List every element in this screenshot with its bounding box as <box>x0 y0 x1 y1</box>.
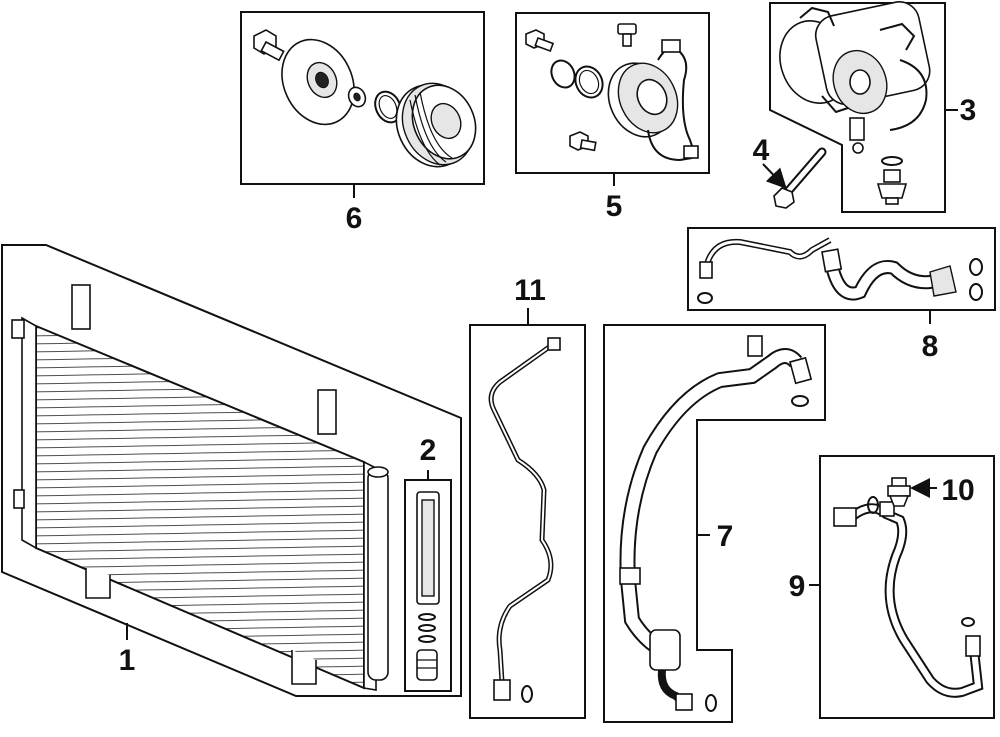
coil-lower-bolt-icon <box>569 131 597 152</box>
group-condenser <box>0 244 462 697</box>
o-ring-icon <box>881 156 903 166</box>
group-compressor <box>769 1 946 213</box>
clutch-bolt-icon <box>253 29 285 62</box>
shim-icon <box>347 86 367 108</box>
group-clutch-assembly <box>240 11 485 185</box>
compressor-bolt-icon <box>762 147 827 209</box>
evaporator-o-ring-icon <box>521 685 533 703</box>
group-liquid-line <box>819 455 995 719</box>
callout-3: 3 <box>960 94 977 127</box>
group-receiver-drier <box>404 479 452 692</box>
box-liquid-line <box>819 455 995 719</box>
compressor-icon <box>779 1 931 154</box>
drier-plug-icon <box>416 649 438 681</box>
suction-muffler-icon <box>649 629 681 671</box>
coil-screw-icon <box>617 23 637 47</box>
callout-10: 10 <box>941 474 974 507</box>
callout-7: 7 <box>717 520 734 553</box>
callout-6: 6 <box>346 202 363 235</box>
suction-o-ring-upper-icon <box>791 395 809 407</box>
group-evaporator-line <box>469 324 586 719</box>
discharge-o-ring-lower-icon <box>969 283 983 301</box>
group-suction-hose <box>603 324 826 723</box>
condenser-icon <box>11 284 377 691</box>
drier-o-ring-3-icon <box>418 635 436 643</box>
pressure-switch-icon <box>887 477 937 507</box>
box-clutch-assembly <box>240 11 485 185</box>
callout-1: 1 <box>119 644 136 677</box>
drier-o-ring-2-icon <box>418 624 436 632</box>
box-evaporator-line <box>469 324 586 719</box>
field-coil-icon <box>607 39 699 162</box>
receiver-tube-icon <box>367 466 389 681</box>
callout-2: 2 <box>420 434 437 467</box>
box-discharge-hose <box>687 227 996 311</box>
callouts: 1 2 3 4 5 6 7 8 9 10 11 <box>119 94 977 677</box>
callout-5: 5 <box>606 190 623 223</box>
discharge-o-ring-icon <box>697 292 713 304</box>
callout-9: 9 <box>789 570 806 603</box>
drier-o-ring-1-icon <box>418 613 436 621</box>
group-discharge-hose <box>687 227 996 311</box>
callout-8: 8 <box>922 330 939 363</box>
coil-bolt-icon <box>525 29 555 53</box>
suction-service-valve-icon <box>747 335 763 357</box>
box-suction-hose <box>603 324 826 723</box>
pulley-icon <box>395 82 477 168</box>
box-condenser <box>0 244 462 697</box>
discharge-o-ring-upper-icon <box>969 258 983 276</box>
armature-plate-icon <box>281 38 355 126</box>
evaporator-fitting-icon <box>493 679 511 701</box>
box-clutch-coil <box>515 12 710 174</box>
relief-valve-icon <box>876 169 908 205</box>
leader-lines <box>126 109 958 640</box>
box-compressor <box>769 2 946 213</box>
suction-o-ring-lower-icon <box>705 694 717 712</box>
snap-ring-icon <box>374 90 402 124</box>
group-clutch-coil <box>515 12 710 174</box>
liquid-o-ring-upper-icon <box>867 496 879 514</box>
callout-11: 11 <box>514 274 546 307</box>
coil-snap-ring-icon <box>550 59 604 99</box>
liquid-o-ring-lower-icon <box>961 617 975 627</box>
callout-4: 4 <box>753 134 770 167</box>
